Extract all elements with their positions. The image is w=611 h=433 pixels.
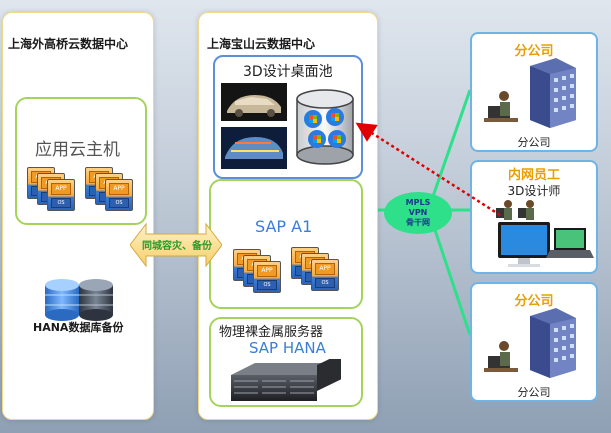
branch-office-top-title: 分公司: [514, 44, 554, 59]
branch-office-top-sub: 分公司: [517, 136, 551, 149]
designer-label: 3D设计师: [507, 184, 561, 198]
mpls-line2: VPN: [408, 208, 428, 217]
sap-a1-label: SAP A1: [255, 217, 313, 236]
server-rack-icon: [231, 359, 341, 401]
sap-hana-label: SAP HANA: [249, 339, 326, 357]
dr-backup-arrow: 同城容灾、备份: [129, 222, 223, 268]
left-datacenter-title: 上海外高桥云数据中心: [8, 37, 129, 51]
right-datacenter-title: 上海宝山云数据中心: [207, 37, 316, 51]
desktop-pool-label: 3D设计桌面池: [243, 64, 333, 80]
branch-office-bottom: 分公司 分公司: [470, 282, 598, 402]
bare-metal-label: 物理裸金属服务器: [219, 325, 324, 340]
database-icon: [45, 279, 113, 321]
office-building-icon: [484, 58, 576, 128]
mpls-line1: MPLS: [405, 198, 431, 207]
intranet-designer-office: 内网员工 3D设计师: [470, 160, 598, 274]
desktop-pool-icon: [296, 89, 354, 165]
link-to-bottom-office: [428, 214, 472, 336]
link-to-top-office: [428, 89, 472, 206]
car-render-image: [221, 127, 287, 169]
designer-workstation-icon: [496, 200, 594, 267]
dr-backup-label: 同城容灾、备份: [142, 241, 212, 252]
app-cloud-host-label: 应用云主机: [35, 140, 120, 160]
mpls-network-node: MPLS VPN 骨干网: [384, 192, 452, 234]
office-building-icon: [484, 308, 576, 378]
mpls-line3: 骨干网: [406, 218, 430, 227]
branch-office-bottom-sub: 分公司: [517, 386, 551, 399]
hana-backup-label: HANA数据库备份: [33, 321, 124, 334]
intranet-staff-title: 内网员工: [507, 168, 560, 183]
desktop-pool-box: 3D设计桌面池: [213, 55, 363, 179]
right-datacenter-panel: 上海宝山云数据中心 3D设计桌面池: [198, 12, 378, 420]
bare-metal-box: 物理裸金属服务器 SAP HANA: [209, 317, 363, 407]
car-render-image: [221, 83, 287, 121]
branch-office-top: 分公司 分公司: [470, 32, 598, 152]
branch-office-bottom-title: 分公司: [514, 294, 554, 309]
